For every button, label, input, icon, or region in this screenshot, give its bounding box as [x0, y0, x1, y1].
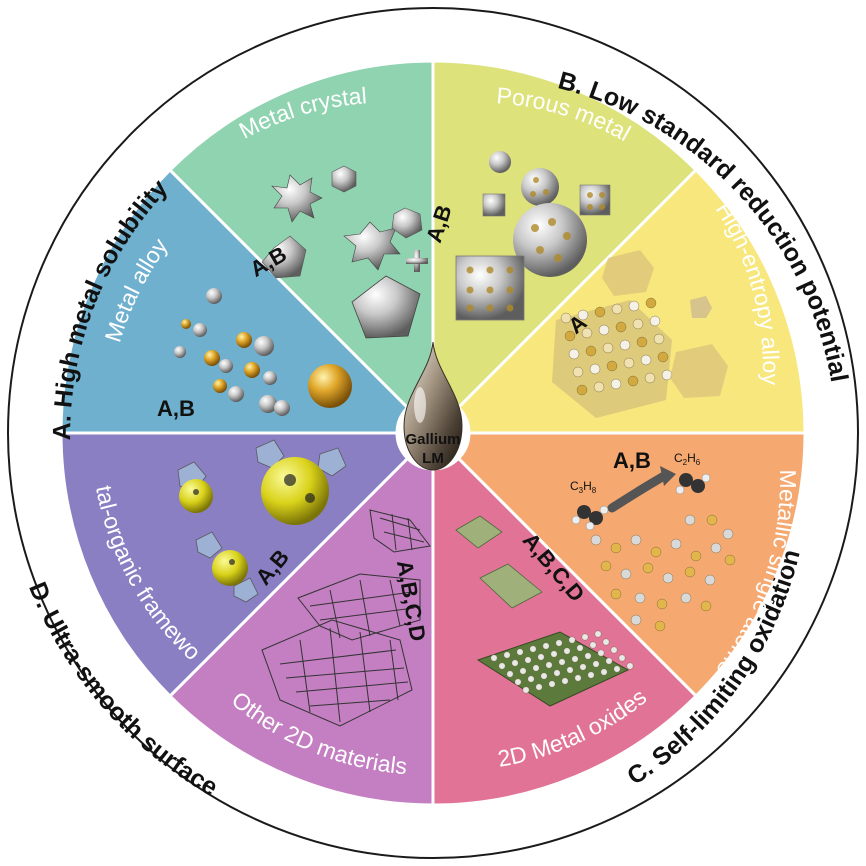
- metal-alloy-illustration: [174, 288, 352, 416]
- sector-4: [167, 456, 435, 807]
- metallic-single-atoms-illustration: [571, 466, 736, 632]
- 2d-metal-oxides-illustration: [455, 515, 634, 707]
- c2h6-molecule-icon: [675, 473, 711, 495]
- other-2d-materials-illustration: [261, 509, 431, 727]
- mechanism-label-7: A,B: [157, 396, 195, 421]
- gallium-droplet-icon: [403, 341, 463, 471]
- porous-metal-illustration: [455, 151, 611, 321]
- formula-c2h6: C2H6: [674, 451, 701, 467]
- metal-crystal-illustration: [261, 165, 428, 339]
- center-label-line2: LM: [422, 450, 444, 467]
- c3h8-molecule-icon: [571, 505, 609, 531]
- center-label-line1: Gallium: [405, 431, 460, 448]
- high-entropy-alloy-illustration: [552, 250, 728, 418]
- sector-2: [456, 431, 807, 699]
- mechanism-label-3: A,B: [613, 448, 651, 473]
- formula-c3h8: C3H8: [570, 479, 597, 495]
- metal-organic-frameworks-illustration: [177, 439, 347, 603]
